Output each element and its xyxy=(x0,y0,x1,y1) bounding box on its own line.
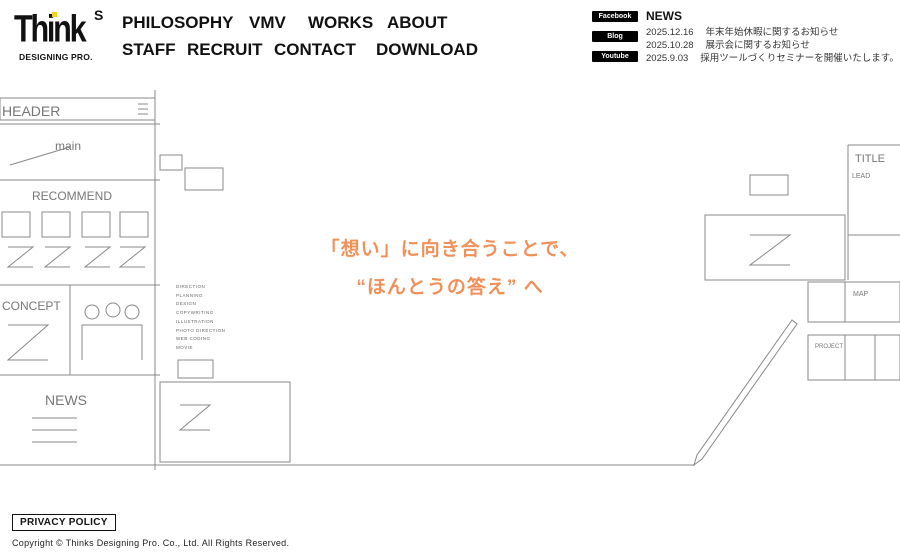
news-text: 展示会に関するお知らせ xyxy=(705,40,810,51)
sketch-label-main: main xyxy=(55,139,81,153)
sketch-label-header: HEADER xyxy=(2,103,60,119)
service-item: MOVIE xyxy=(176,344,194,350)
sketch-label-project: PROJECT xyxy=(815,344,843,350)
service-item: PHOTO DIRECTION xyxy=(176,327,226,333)
service-item: DESIGN xyxy=(176,301,197,307)
tagline-line-1: 「想い」に向き合うことで、 xyxy=(320,239,580,260)
logo-wordmark: Think xyxy=(14,7,87,51)
copyright: Copyright © Thinks Designing Pro. Co., L… xyxy=(12,538,290,548)
service-item: WEB CODING xyxy=(176,336,211,342)
news-item[interactable]: 2025.12.16 年末年始休暇に関するお知らせ xyxy=(646,27,850,38)
news-item[interactable]: 2025.9.03 採用ツールづくりセミナーを開催いたします。 xyxy=(646,53,900,64)
service-item: COPYWRITING xyxy=(176,310,214,316)
news-date: 2025.9.03 xyxy=(646,53,689,64)
wireframe-sketch-illustration: HEADER main RECOMMEND CONCEPT NEWS TITLE… xyxy=(0,90,900,470)
sketch-label-concept: CONCEPT xyxy=(2,299,61,313)
nav-contact[interactable]: CONTACT xyxy=(274,40,356,59)
services-list: DIRECTION PLANNING DESIGN COPYWRITING IL… xyxy=(176,283,225,353)
youtube-link[interactable]: Youtube xyxy=(592,51,638,62)
privacy-policy-link[interactable]: PRIVACY POLICY xyxy=(12,514,116,531)
sketch-label-recommend: RECOMMEND xyxy=(32,189,112,203)
nav-philosophy[interactable]: PHILOSOPHY xyxy=(122,13,234,32)
service-item: DIRECTION xyxy=(176,284,206,289)
blog-link[interactable]: Blog xyxy=(592,31,638,42)
service-item: PLANNING xyxy=(176,292,204,298)
nav-about[interactable]: ABOUT xyxy=(387,13,448,32)
sketch-label-lead: LEAD xyxy=(852,173,870,180)
nav-staff[interactable]: STAFF xyxy=(122,40,176,59)
sketch-label-map: MAP xyxy=(853,291,869,298)
nav-vmv[interactable]: VMV xyxy=(249,13,286,32)
facebook-link[interactable]: Facebook xyxy=(592,11,638,22)
sketch-label-title: TITLE xyxy=(855,153,885,165)
service-item: ILLUSTRATION xyxy=(176,318,214,324)
news-item[interactable]: 2025.10.28 展示会に関するお知らせ xyxy=(646,40,822,51)
news-text: 採用ツールづくりセミナーを開催いたします。 xyxy=(700,53,899,64)
sketch-label-news: NEWS xyxy=(45,392,87,408)
news-text: 年末年始休暇に関するお知らせ xyxy=(705,27,839,38)
tagline-line-2: “ほんとうの答え” へ xyxy=(356,277,544,298)
nav-download[interactable]: DOWNLOAD xyxy=(376,40,478,59)
news-date: 2025.10.28 xyxy=(646,40,694,51)
news-date: 2025.12.16 xyxy=(646,27,694,38)
logo[interactable]: Think S DESIGNING PRO. xyxy=(14,7,106,62)
logo-dot xyxy=(52,12,57,17)
logo-sup: S xyxy=(94,7,104,23)
logo-subtitle: DESIGNING PRO. xyxy=(19,52,93,62)
news-heading: NEWS xyxy=(646,9,682,23)
nav-works[interactable]: WORKS xyxy=(308,13,374,32)
nav-recruit[interactable]: RECRUIT xyxy=(187,40,263,59)
